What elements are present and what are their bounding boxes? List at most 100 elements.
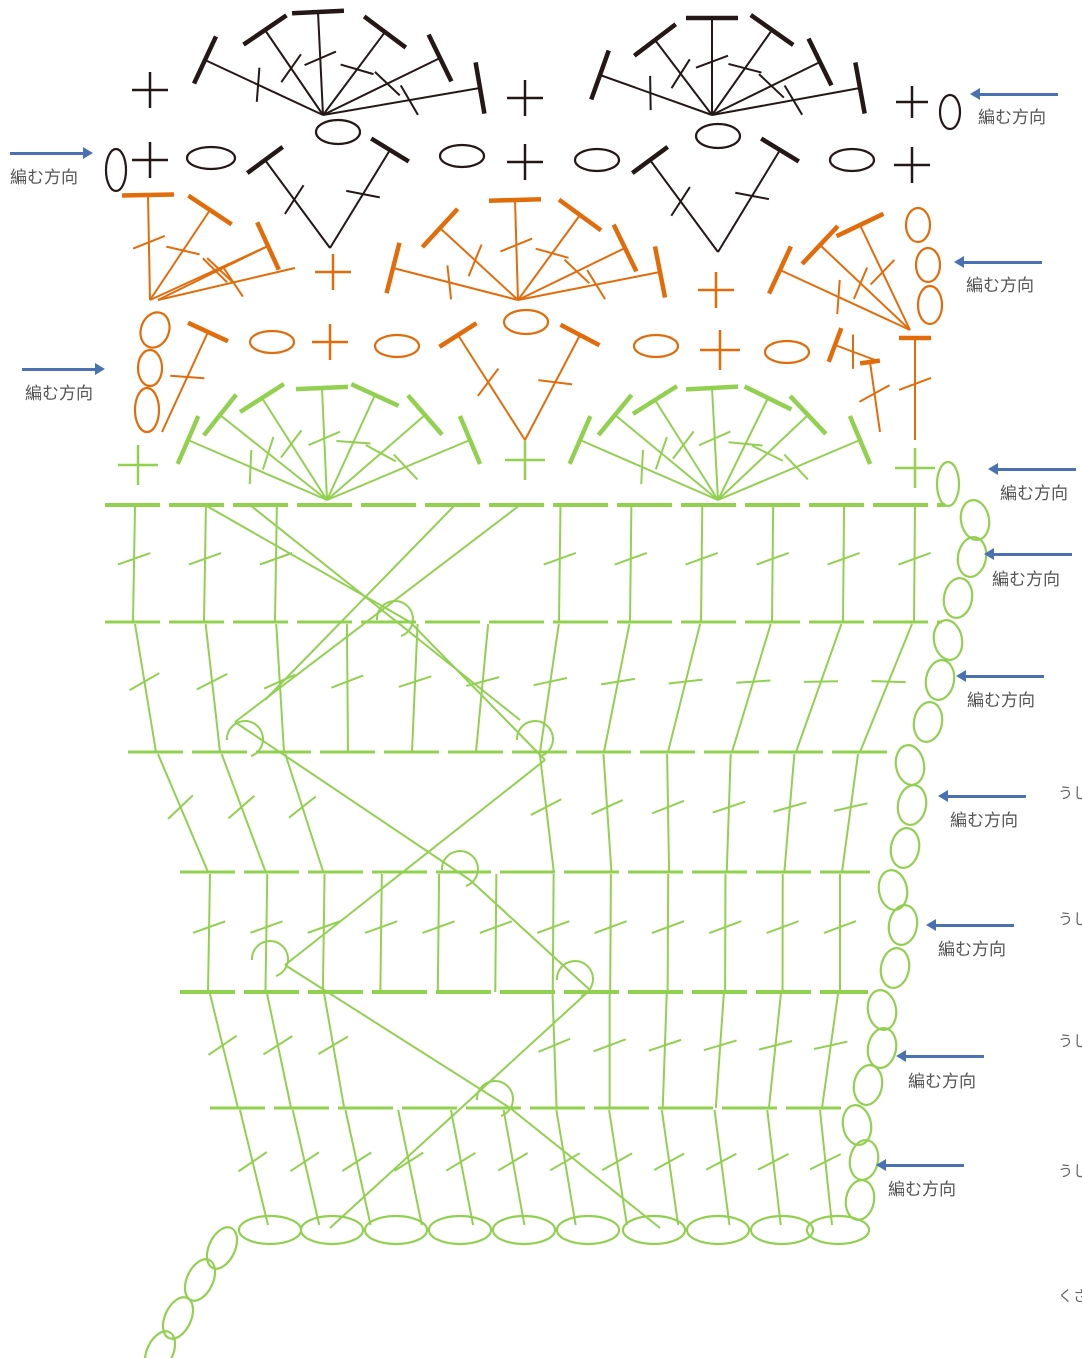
double-crochet-icon (711, 13, 795, 116)
direction-arrow-icon (22, 363, 105, 375)
double-crochet-icon (653, 1107, 685, 1226)
cable-cross-line (284, 759, 546, 966)
chain-stitch-icon (161, 1296, 195, 1340)
double-crochet-icon (813, 991, 848, 1109)
double-crochet-icon (757, 1107, 789, 1226)
double-crochet-icon (129, 621, 160, 753)
double-crochet-icon (207, 991, 239, 1109)
direction-arrow-icon (984, 548, 1072, 560)
double-crochet-icon (517, 246, 668, 301)
chain-stitch-icon (904, 206, 932, 244)
single-crochet-icon (507, 80, 543, 116)
double-crochet-icon (717, 415, 873, 501)
double-crochet-icon (717, 394, 828, 501)
single-crochet-icon (132, 142, 168, 178)
side-note-text: うし (1058, 910, 1082, 928)
double-crochet-icon (833, 751, 868, 873)
chain-stitch-icon (621, 1214, 687, 1246)
double-crochet-icon (600, 621, 636, 753)
direction-label: 編む方向 (908, 1072, 976, 1092)
double-crochet-icon (121, 192, 175, 301)
double-crochet-icon (826, 327, 876, 369)
chain-stitch-icon (896, 784, 928, 826)
single-crochet-icon (315, 254, 351, 290)
double-crochet-icon (632, 22, 713, 116)
chain-stitch-icon (866, 989, 898, 1031)
direction-label: 編む方向 (888, 1180, 956, 1200)
single-crochet-icon (700, 330, 740, 370)
chain-stitch-icon (763, 339, 811, 365)
double-crochet-icon (524, 322, 601, 441)
direction-arrow-icon (988, 463, 1076, 475)
double-crochet-icon (711, 62, 867, 116)
chain-stitch-icon (914, 246, 942, 284)
direction-arrow-icon (10, 147, 93, 159)
cable-cross-line (409, 621, 546, 761)
double-crochet-icon (149, 221, 281, 301)
cable-cross-line (469, 879, 591, 991)
double-crochet-icon (420, 207, 519, 301)
double-crochet-icon (192, 871, 226, 993)
chain-stitch-icon (912, 701, 944, 743)
double-crochet-icon (188, 504, 222, 623)
double-crochet-icon (809, 1107, 842, 1226)
double-crochet-icon (549, 1107, 581, 1226)
chain-stitch-icon (694, 122, 742, 150)
chain-stitch-icon (136, 348, 164, 388)
direction-arrow-icon (954, 256, 1042, 268)
double-crochet-icon (536, 871, 570, 993)
single-crochet-icon (895, 448, 935, 488)
chain-stitch-icon (828, 147, 876, 173)
double-crochet-icon (465, 621, 500, 753)
double-crochet-icon (766, 871, 800, 993)
double-crochet-icon (398, 621, 432, 753)
double-crochet-icon (393, 1107, 424, 1226)
double-crochet-icon (157, 267, 298, 301)
chain-stitch-icon (363, 1214, 429, 1246)
single-crochet-icon (896, 86, 928, 118)
double-crochet-icon (823, 871, 857, 992)
double-crochet-icon (291, 8, 345, 116)
double-crochet-icon (259, 504, 293, 623)
double-crochet-icon (758, 991, 793, 1109)
curl-mark (555, 960, 594, 997)
double-crochet-icon (322, 14, 408, 116)
chain-stitch-icon (133, 386, 161, 434)
chain-stitch-icon (805, 1214, 871, 1246)
double-crochet-icon (341, 1107, 372, 1226)
double-crochet-icon (149, 193, 233, 301)
curl-mark (225, 720, 264, 757)
double-crochet-icon (488, 196, 542, 301)
double-crochet-icon (538, 991, 571, 1109)
double-crochet-icon (898, 335, 932, 440)
cable-cross-line (329, 989, 591, 1229)
cable-cross-line (284, 964, 511, 1109)
green-rows (105, 382, 991, 1358)
double-crochet-icon (567, 415, 719, 501)
double-crochet-icon (479, 871, 513, 993)
chain-stitch-icon (205, 1226, 239, 1270)
curl-mark (475, 1080, 514, 1117)
chain-stitch-icon (887, 904, 919, 946)
chain-stitch-icon (555, 1214, 621, 1246)
double-crochet-icon (543, 504, 577, 623)
double-crochet-icon (317, 991, 349, 1109)
double-crochet-icon (712, 751, 746, 873)
chain-stitch-icon (139, 311, 171, 349)
double-crochet-icon (202, 393, 328, 501)
double-crochet-icon (651, 751, 685, 873)
double-crochet-icon (322, 33, 454, 116)
double-crochet-icon (711, 37, 834, 116)
chain-stitch-icon (866, 1027, 898, 1069)
single-crochet-icon (118, 445, 158, 485)
double-crochet-icon (326, 382, 400, 501)
direction-label: 編む方向 (978, 108, 1046, 128)
black-rows (104, 8, 962, 253)
curl-mark (250, 940, 289, 977)
double-crochet-icon (800, 224, 911, 331)
double-crochet-icon (773, 751, 807, 873)
direction-label: 編む方向 (25, 384, 93, 404)
single-crochet-icon (698, 272, 734, 308)
double-crochet-icon (596, 393, 719, 501)
double-crochet-icon (517, 223, 639, 301)
